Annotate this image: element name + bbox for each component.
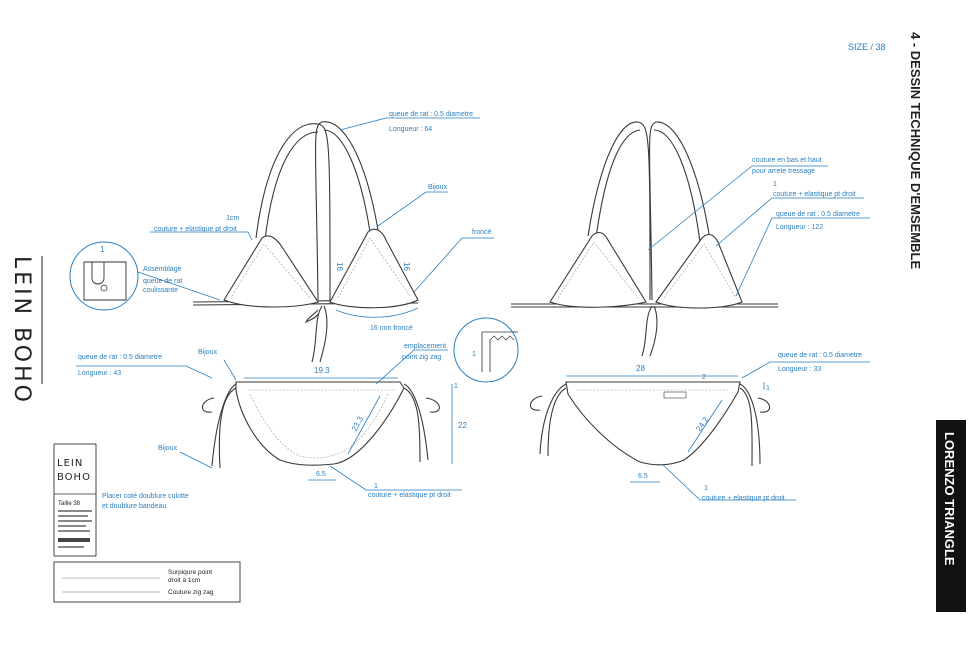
top-front-bijoux-label: Bijoux bbox=[428, 184, 448, 191]
svg-text:BOHO: BOHO bbox=[57, 472, 91, 483]
top-front-side-right-dim: 16 bbox=[402, 262, 411, 271]
top-front-edge-dim: 1cm bbox=[226, 215, 239, 222]
bottom-back-side-dim: 1 bbox=[766, 385, 770, 392]
top-front-fronce-label: froncé bbox=[472, 229, 492, 236]
model-name-band bbox=[936, 420, 966, 612]
section-title: 4 - DESSIN TECHNIQUE D'EMSEMBLE bbox=[908, 32, 923, 269]
bottom-front-strap-note-1: queue de rat : 0.5 diametre bbox=[78, 354, 162, 361]
bottom-back-strap-note-1: queue de rat : 0.5 diametre bbox=[778, 352, 862, 359]
assemblage-detail-dim: 1 bbox=[100, 245, 105, 254]
bottom-front-bijoux-bottom: Bijoux bbox=[158, 445, 178, 452]
top-back-drawing bbox=[511, 121, 778, 357]
top-front-strap-note-1: queue de rat : 0.5 diametre bbox=[389, 111, 473, 118]
brand-logo: LEIN BOHO bbox=[9, 256, 43, 405]
bottom-front-panel bbox=[235, 381, 405, 466]
zigzag-placement-label-2: point zig zag bbox=[402, 354, 441, 361]
top-front-drawing bbox=[192, 121, 419, 363]
bottom-back-seam-dim: 1 bbox=[704, 485, 708, 492]
bottom-front-strap-note-2: Longueur : 43 bbox=[78, 370, 121, 377]
top-back-note-1: couture en bas et haut bbox=[752, 157, 822, 164]
top-front-left-cup bbox=[223, 235, 319, 308]
top-back-note-2: pour arrete tressage bbox=[752, 168, 815, 175]
zigzag-detail-circle bbox=[453, 317, 519, 383]
bottom-front-width-dim: 19.3 bbox=[314, 366, 330, 375]
top-front-side-left-dim: 16 bbox=[335, 262, 344, 271]
bottom-front-height-dim: 22 bbox=[458, 421, 467, 430]
assemblage-label-2: queue de rat bbox=[143, 278, 182, 285]
top-back-seam-dim: 1 bbox=[773, 181, 777, 188]
bottom-front-bijoux-top: Bijoux bbox=[198, 349, 218, 356]
size-label: SIZE / 38 bbox=[848, 42, 886, 52]
bottom-front-side-dim: 1 bbox=[454, 383, 458, 390]
bottom-front-seam-note: couture + elastique pt droit bbox=[368, 492, 451, 499]
stitch-legend: Surpiqure point droit à 1cm Couture zig … bbox=[53, 561, 241, 603]
bottom-front-crotch-dim: 6.5 bbox=[316, 471, 326, 478]
zigzag-placement-label-1: emplacement bbox=[404, 343, 446, 350]
label-placement-note-1: Placer coté doublure culotte bbox=[102, 493, 189, 500]
top-front-right-cup bbox=[329, 228, 419, 309]
care-label-tag: LEIN BOHO Taille 38 bbox=[53, 443, 97, 557]
label-placement-note-2: et doublure bandeau bbox=[102, 503, 166, 510]
svg-text:Surpiqure point: Surpiqure point bbox=[168, 569, 212, 576]
top-back-strap-note-2: Longueur : 122 bbox=[776, 224, 823, 231]
svg-text:LEIN: LEIN bbox=[57, 458, 83, 469]
zigzag-detail-dim: 1 bbox=[472, 351, 476, 358]
bottom-back-label-tab bbox=[663, 391, 687, 399]
svg-text:Taille 38: Taille 38 bbox=[58, 501, 81, 507]
svg-text:droit à 1cm: droit à 1cm bbox=[168, 577, 200, 584]
bottom-front-seam-dim: 1 bbox=[374, 483, 378, 490]
top-front-edge-note: couture + elastique pt droit bbox=[154, 226, 237, 233]
top-front-left-strap bbox=[255, 123, 331, 301]
model-name: LORENZO TRIANGLE bbox=[942, 432, 957, 566]
assemblage-label-1: Assemblage bbox=[143, 266, 182, 273]
top-back-strap-note-1: queue de rat : 0.5 diametre bbox=[776, 211, 860, 218]
bottom-back-seam-note: couture + elastique pt droit bbox=[702, 495, 785, 502]
bottom-front-drawing bbox=[201, 381, 440, 469]
svg-text:LEIN BOHO: LEIN BOHO bbox=[9, 256, 34, 405]
bottom-back-width-dim: 28 bbox=[636, 364, 645, 373]
svg-text:Couture zig zag: Couture zig zag bbox=[168, 589, 214, 596]
top-back-seam-note: couture + elastique pt droit bbox=[773, 191, 856, 198]
bottom-back-crotch-dim: 6.5 bbox=[638, 473, 648, 480]
assemblage-label-3: coulissante bbox=[143, 287, 178, 294]
bottom-back-small-dim: 2 bbox=[702, 374, 706, 381]
bottom-back-drawing bbox=[529, 381, 771, 467]
top-front-right-strap bbox=[314, 121, 379, 301]
bottom-back-strap-note-2: Longueur : 33 bbox=[778, 366, 821, 373]
top-front-bottom-dim: 16 non froncé bbox=[370, 325, 413, 332]
top-front-strap-note-2: Longueur : 64 bbox=[389, 126, 432, 133]
